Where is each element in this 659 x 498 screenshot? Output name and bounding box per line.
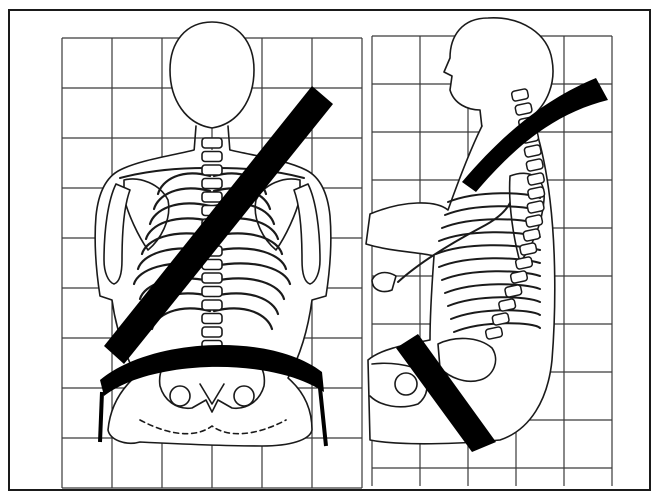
back-vertebra [201, 285, 223, 298]
side-rib [441, 270, 541, 281]
back-vertebra [201, 326, 223, 338]
side-vertebra [522, 228, 541, 242]
side-vertebra [509, 270, 529, 284]
back-left-scapula [123, 178, 170, 251]
back-shoulder-belt [104, 86, 333, 364]
back-rib-left [144, 217, 212, 241]
back-lap-belt [100, 345, 324, 396]
side-vertebra [484, 326, 504, 340]
back-vertebra [201, 164, 223, 176]
back-rib-right [212, 292, 280, 316]
side-vertebra [525, 214, 544, 228]
side-shoulder-belt [462, 78, 608, 192]
back-vertebra [201, 272, 223, 284]
side-vertebra [526, 172, 545, 186]
back-neck-outline [193, 125, 231, 153]
side-hand [371, 271, 397, 293]
side-vertebra [498, 298, 517, 312]
back-rib-right [212, 307, 274, 331]
back-belt-tail-right [318, 387, 328, 447]
back-rib-right [212, 247, 288, 271]
back-belt-tail-left [98, 391, 104, 443]
side-vertebra [510, 88, 530, 102]
back-left-humerus [103, 183, 131, 285]
back-vertebra [201, 312, 223, 325]
side-vertebra [504, 284, 523, 298]
side-pelvis [437, 337, 497, 383]
back-right-humerus [293, 183, 321, 285]
side-vertebra [491, 312, 510, 326]
back-rib-right [212, 277, 286, 301]
back-right-scapula [254, 178, 301, 251]
back-vertebra [201, 150, 223, 163]
side-vertebra [523, 144, 542, 158]
back-vertebra [201, 137, 223, 149]
back-head-outline [169, 21, 255, 129]
back-vertebra [201, 299, 223, 311]
back-vertebra [201, 191, 223, 203]
side-vertebra [525, 158, 544, 172]
side-vertebra [519, 242, 538, 256]
side-forearm [397, 197, 513, 283]
side-vertebra [527, 186, 546, 200]
side-vertebra [526, 200, 545, 214]
back-rib-left [148, 202, 212, 226]
back-rib-left [152, 187, 212, 211]
back-vertebra [201, 177, 223, 190]
back-rib-right [212, 262, 292, 286]
side-lap-belt [396, 334, 496, 452]
side-vertebra [514, 102, 533, 116]
side-rib [444, 283, 541, 294]
side-vertebra [514, 256, 534, 270]
side-rib [447, 296, 541, 307]
